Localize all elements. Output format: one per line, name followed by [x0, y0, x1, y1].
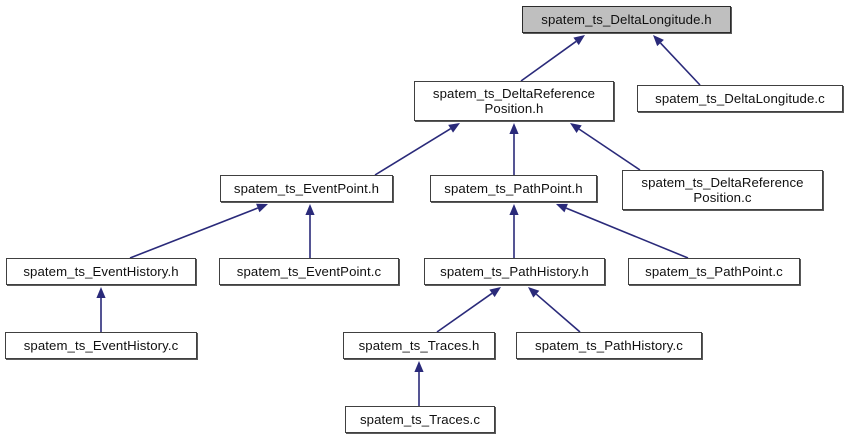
- node-label: spatem_ts_EventHistory.c: [23, 338, 179, 353]
- node-label: spatem_ts_DeltaReference Position.c: [641, 175, 804, 205]
- graph-node-path_history_h[interactable]: spatem_ts_PathHistory.h: [424, 258, 605, 285]
- graph-node-delta_reference_position_h[interactable]: spatem_ts_DeltaReference Position.h: [414, 81, 614, 121]
- graph-node-path_history_c[interactable]: spatem_ts_PathHistory.c: [516, 332, 702, 359]
- node-label: spatem_ts_EventPoint.c: [236, 264, 382, 279]
- edge-event_history_h-to-event_point_h: [129, 203, 268, 259]
- edge-event_history_c-to-event_history_h: [96, 287, 106, 332]
- edge-event_point_c-to-event_point_h: [305, 204, 315, 258]
- node-label: spatem_ts_Traces.c: [359, 412, 481, 427]
- graph-node-event_history_c[interactable]: spatem_ts_EventHistory.c: [5, 332, 197, 359]
- node-label: spatem_ts_DeltaReference Position.h: [432, 86, 596, 116]
- edge-path_point_c-to-path_point_h: [556, 203, 689, 259]
- graph-node-delta_longitude_h[interactable]: spatem_ts_DeltaLongitude.h: [522, 6, 731, 33]
- edge-path_history_c-to-path_history_h: [528, 287, 581, 333]
- node-label: spatem_ts_DeltaLongitude.c: [655, 91, 825, 106]
- edge-path_point_h-to-delta_reference_position_h: [509, 123, 519, 175]
- node-label: spatem_ts_DeltaLongitude.h: [541, 12, 712, 27]
- node-label: spatem_ts_PathPoint.c: [645, 264, 783, 279]
- graph-node-event_point_c[interactable]: spatem_ts_EventPoint.c: [219, 258, 399, 285]
- graph-node-traces_h[interactable]: spatem_ts_Traces.h: [343, 332, 495, 359]
- node-label: spatem_ts_EventPoint.h: [233, 181, 380, 196]
- graph-node-delta_longitude_c[interactable]: spatem_ts_DeltaLongitude.c: [637, 85, 843, 112]
- graph-node-delta_reference_position_c[interactable]: spatem_ts_DeltaReference Position.c: [622, 170, 823, 210]
- edge-delta_longitude_c-to-delta_longitude_h: [653, 35, 701, 86]
- node-label: spatem_ts_EventHistory.h: [23, 264, 179, 279]
- edge-traces_c-to-traces_h: [414, 361, 424, 406]
- graph-node-path_point_h[interactable]: spatem_ts_PathPoint.h: [430, 175, 597, 202]
- graph-node-traces_c[interactable]: spatem_ts_Traces.c: [345, 406, 495, 433]
- node-label: spatem_ts_PathPoint.h: [444, 181, 583, 196]
- edge-event_point_h-to-delta_reference_position_h: [374, 123, 460, 176]
- node-label: spatem_ts_PathHistory.c: [535, 338, 683, 353]
- graph-node-event_point_h[interactable]: spatem_ts_EventPoint.h: [220, 175, 393, 202]
- node-label: spatem_ts_Traces.h: [358, 338, 480, 353]
- node-label: spatem_ts_PathHistory.h: [440, 264, 589, 279]
- edge-delta_reference_position_h-to-delta_longitude_h: [520, 35, 585, 82]
- edge-traces_h-to-path_history_h: [436, 287, 501, 333]
- edge-delta_reference_position_c-to-delta_reference_position_h: [570, 123, 641, 171]
- graph-node-path_point_c[interactable]: spatem_ts_PathPoint.c: [628, 258, 800, 285]
- graph-node-event_history_h[interactable]: spatem_ts_EventHistory.h: [6, 258, 196, 285]
- edge-path_history_h-to-path_point_h: [509, 204, 519, 258]
